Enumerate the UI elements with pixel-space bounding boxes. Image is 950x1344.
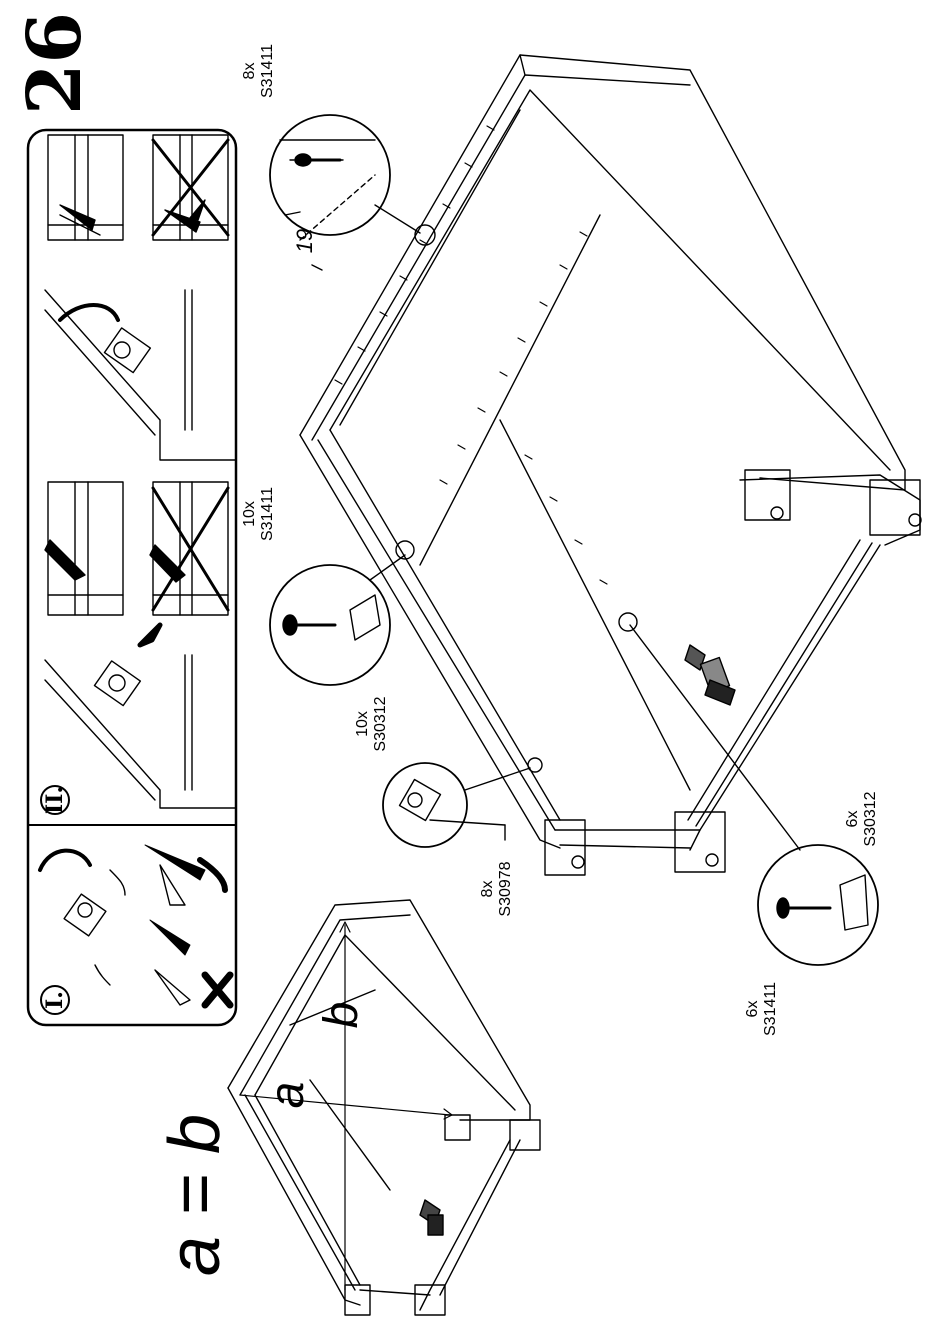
- overview-corner-2: [510, 1120, 540, 1150]
- overview-corner-1: [445, 1115, 470, 1140]
- callout-mid-plate-part: S30312: [372, 689, 390, 759]
- callout-mid-screw-part: S31411: [259, 479, 277, 549]
- callout-top-part: S31411: [259, 36, 277, 106]
- bracket-detail-i: [64, 894, 106, 936]
- zoom-bottom: [619, 613, 878, 965]
- adjustable-foot: [685, 645, 735, 705]
- callout-bottom-plate: 6x S30312: [844, 784, 882, 854]
- corner-bracket-detail-2: [94, 661, 140, 706]
- callout-bottom-screw-qty: 6x: [744, 974, 762, 1044]
- callout-bottom-plate-part: S30312: [862, 784, 880, 854]
- instruction-panel: [28, 130, 236, 1025]
- callout-bracket: 8x S30978: [479, 854, 517, 924]
- dimension-label-a: a: [263, 1075, 313, 1115]
- corner-block-l: [545, 820, 585, 875]
- step-number: 26: [10, 25, 100, 115]
- sub-step-ii-label: II.: [43, 784, 67, 816]
- callout-mid-screw: 10x S31411: [241, 479, 279, 549]
- push-arrow-icon: [140, 625, 160, 645]
- callout-top-screw: 8x S31411: [241, 36, 279, 106]
- callout-bottom-screw: 6x S31411: [744, 974, 782, 1044]
- dimension-label-b: b: [317, 995, 367, 1035]
- callout-mid-screw-qty: 10x: [241, 479, 259, 549]
- callout-mid-plate-qty: 10x: [354, 689, 372, 759]
- dimension-19: 19: [292, 226, 318, 256]
- main-carcass: [300, 55, 921, 875]
- callout-bracket-qty: 8x: [479, 854, 497, 924]
- check-mark-icon: [200, 860, 225, 890]
- callout-top-qty: 8x: [241, 36, 259, 106]
- callout-bottom-plate-qty: 6x: [844, 784, 862, 854]
- callout-mid-plate: 10x S30312: [354, 689, 392, 759]
- sub-step-i-label: I.: [43, 986, 67, 1014]
- formula-a-equals-b: a = b: [155, 1080, 235, 1310]
- callout-bottom-screw-part: S31411: [762, 974, 780, 1044]
- callout-bracket-part: S30978: [497, 854, 515, 924]
- overview-corner-4: [345, 1285, 370, 1315]
